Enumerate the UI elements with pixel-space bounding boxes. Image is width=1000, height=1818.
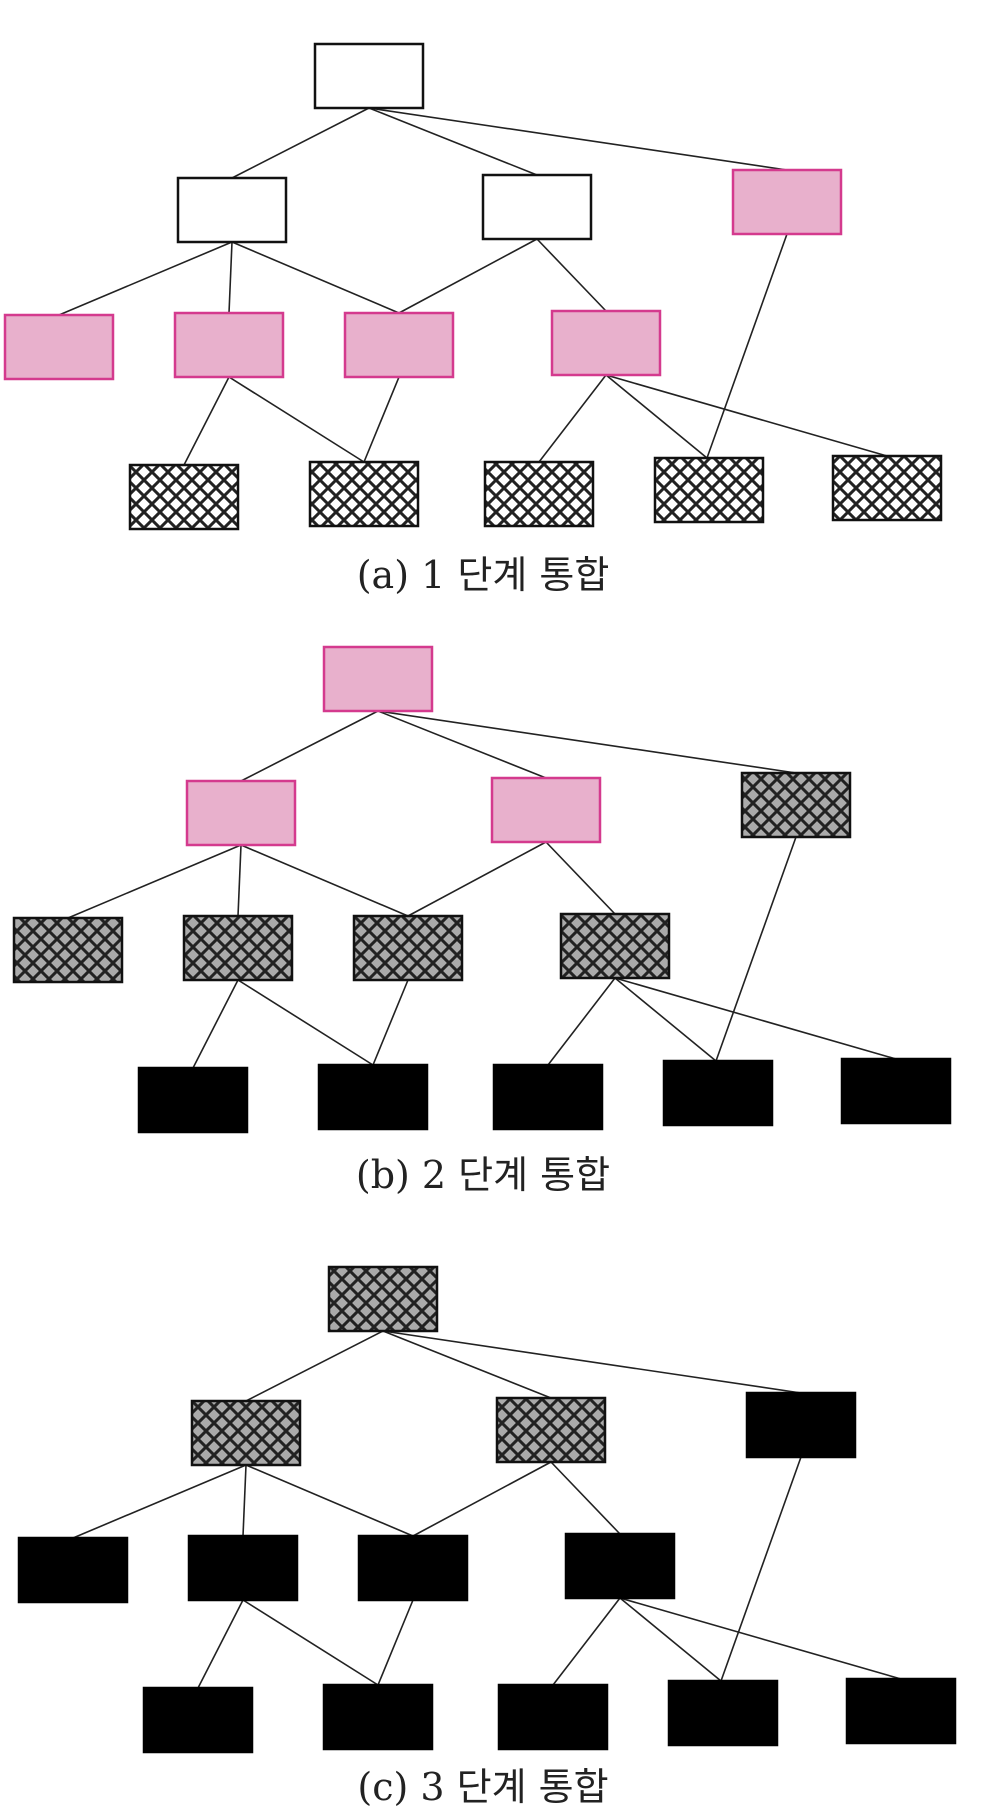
- node-root: [327, 1265, 439, 1333]
- edge-L2-d-to-L3-e: [614, 977, 897, 1060]
- caption-panel-c: (c) 3 단계 통합: [357, 1765, 608, 1809]
- node-L3-a: [142, 1686, 254, 1754]
- node-root: [322, 645, 434, 713]
- edge-L1-a-to-L2-b: [242, 1464, 247, 1537]
- edge-L1-c-to-L3-d: [706, 233, 788, 459]
- node-L1-a: [176, 176, 288, 244]
- edge-L1-a-to-L2-b: [228, 241, 233, 314]
- edge-L1-a-to-L2-b: [237, 844, 242, 917]
- edge-L1-b-to-L2-d: [545, 841, 616, 915]
- edge-L1-b-to-L2-d: [550, 1461, 621, 1535]
- edge-L1-b-to-L2-c: [398, 238, 538, 314]
- node-L3-b: [322, 1683, 434, 1751]
- edge-L2-b-to-L3-b: [228, 376, 365, 463]
- node-L2-d: [559, 912, 671, 980]
- node-L3-c: [497, 1683, 609, 1751]
- node-L3-e: [845, 1677, 957, 1745]
- edge-root-to-L1-a: [240, 710, 379, 782]
- edge-root-to-L1-b: [377, 710, 547, 779]
- node-L3-e: [840, 1057, 952, 1125]
- edge-root-to-L1-c: [382, 1330, 802, 1394]
- node-L2-c: [357, 1534, 469, 1602]
- edge-L1-b-to-L2-c: [412, 1461, 552, 1537]
- edge-L1-a-to-L2-a: [67, 844, 242, 919]
- edge-L2-d-to-L3-d: [605, 374, 708, 459]
- node-L2-b: [187, 1534, 299, 1602]
- node-L1-c: [731, 168, 843, 236]
- node-L1-c: [745, 1391, 857, 1459]
- edge-root-to-L1-a: [245, 1330, 384, 1402]
- node-L3-a: [137, 1066, 249, 1134]
- edge-L1-a-to-L2-c: [231, 241, 400, 314]
- edge-L2-d-to-L3-e: [619, 1597, 902, 1680]
- edge-L1-a-to-L2-c: [240, 844, 409, 917]
- edge-L1-a-to-L2-a: [72, 1464, 247, 1539]
- node-L2-b: [182, 914, 294, 982]
- edge-root-to-L1-c: [368, 107, 788, 171]
- edge-L1-a-to-L2-c: [245, 1464, 414, 1537]
- caption-panel-a: (a) 1 단계 통합: [357, 553, 610, 597]
- node-L3-e: [831, 454, 943, 522]
- edge-L2-d-to-L3-d: [619, 1597, 722, 1682]
- node-L3-d: [667, 1679, 779, 1747]
- edge-root-to-L1-a: [231, 107, 370, 179]
- edge-L2-d-to-L3-c: [547, 977, 616, 1066]
- node-L1-b: [481, 173, 593, 241]
- node-L2-d: [550, 309, 662, 377]
- node-L3-c: [492, 1063, 604, 1131]
- edge-L2-b-to-L3-a: [192, 979, 239, 1069]
- edge-L2-d-to-L3-d: [614, 977, 717, 1062]
- edge-L2-c-to-L3-b: [377, 1599, 414, 1686]
- edge-L2-b-to-L3-b: [237, 979, 374, 1066]
- node-L2-a: [17, 1536, 129, 1604]
- edge-L2-d-to-L3-e: [605, 374, 888, 457]
- panel-c: [17, 1265, 957, 1754]
- node-L1-a: [185, 779, 297, 847]
- edge-L2-d-to-L3-c: [538, 374, 607, 463]
- edge-L1-c-to-L3-d: [715, 836, 797, 1062]
- node-L3-d: [653, 456, 765, 524]
- edge-L1-a-to-L2-a: [58, 241, 233, 316]
- panel-b: [12, 645, 952, 1134]
- edge-L2-d-to-L3-c: [552, 1597, 621, 1686]
- edge-L2-c-to-L3-b: [372, 979, 409, 1066]
- edge-L1-b-to-L2-c: [407, 841, 547, 917]
- edge-root-to-L1-b: [382, 1330, 552, 1399]
- node-L3-c: [483, 460, 595, 528]
- node-L3-a: [128, 463, 240, 531]
- node-L2-b: [173, 311, 285, 379]
- edge-root-to-L1-c: [377, 710, 797, 774]
- node-L2-a: [3, 313, 115, 381]
- caption-panel-b: (b) 2 단계 통합: [356, 1153, 610, 1197]
- node-L3-b: [308, 460, 420, 528]
- node-L2-a: [12, 916, 124, 984]
- node-L3-b: [317, 1063, 429, 1131]
- edge-L2-b-to-L3-a: [183, 376, 230, 466]
- edge-L1-b-to-L2-d: [536, 238, 607, 312]
- node-L2-c: [352, 914, 464, 982]
- edge-L2-b-to-L3-b: [242, 1599, 379, 1686]
- edge-L2-b-to-L3-a: [197, 1599, 244, 1689]
- node-L1-b: [495, 1396, 607, 1464]
- node-L3-d: [662, 1059, 774, 1127]
- edge-root-to-L1-b: [368, 107, 538, 176]
- node-L1-b: [490, 776, 602, 844]
- edge-L1-c-to-L3-d: [720, 1456, 802, 1682]
- node-L2-d: [564, 1532, 676, 1600]
- panel-a: [3, 42, 943, 531]
- edge-L2-c-to-L3-b: [363, 376, 400, 463]
- node-L1-c: [740, 771, 852, 839]
- node-L2-c: [343, 311, 455, 379]
- node-root: [313, 42, 425, 110]
- node-L1-a: [190, 1399, 302, 1467]
